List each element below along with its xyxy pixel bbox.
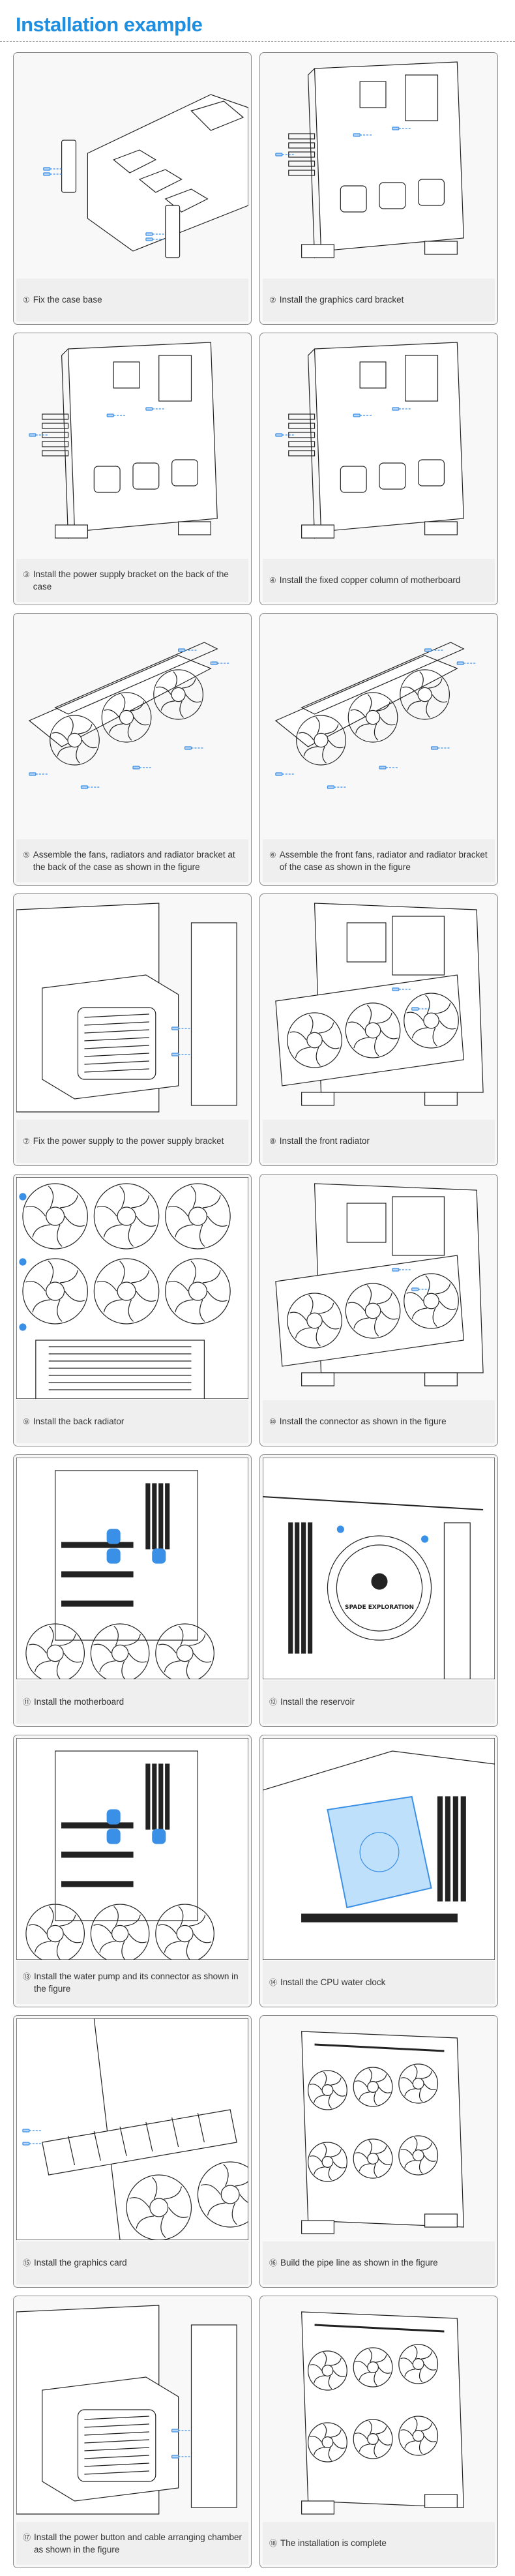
step-caption: ⑥ Assemble the front fans, radiator and … bbox=[263, 839, 495, 882]
step-caption: ⑱ The installation is complete bbox=[263, 2522, 495, 2565]
step-label: Assemble the fans, radiators and radiato… bbox=[33, 850, 235, 872]
step-illustration bbox=[263, 1177, 495, 1399]
step-label: Install the graphics card bracket bbox=[279, 295, 404, 305]
step-number: ⑮ bbox=[23, 2258, 31, 2268]
step-illustration bbox=[16, 897, 248, 1118]
step-number: ⑭ bbox=[269, 1978, 278, 1987]
step-label: Assemble the front fans, radiator and ra… bbox=[279, 850, 488, 872]
step-number: ⑰ bbox=[23, 2533, 31, 2542]
step-caption: ② Install the graphics card bracket bbox=[263, 278, 495, 322]
step-caption: ⑧ Install the front radiator bbox=[263, 1120, 495, 1163]
step-number: ⑩ bbox=[269, 1417, 276, 1426]
step-card: SPADE EXPLORATION ⑫ Install the reservoi… bbox=[259, 1454, 498, 1727]
step-card: ⑰ Install the power button and cable arr… bbox=[13, 2296, 252, 2568]
step-number: ⑧ bbox=[269, 1137, 276, 1146]
step-illustration bbox=[263, 897, 495, 1118]
step-number: ⑨ bbox=[23, 1417, 30, 1426]
step-illustration bbox=[16, 55, 248, 277]
step-label: Install the CPU water clock bbox=[280, 1977, 386, 1987]
step-number: ③ bbox=[23, 570, 30, 579]
step-card: ⑥ Assemble the front fans, radiator and … bbox=[259, 613, 498, 886]
step-label: Build the pipe line as shown in the figu… bbox=[280, 2258, 438, 2268]
step-card: ⑤ Assemble the fans, radiators and radia… bbox=[13, 613, 252, 886]
step-number: ⑯ bbox=[269, 2258, 278, 2268]
step-illustration bbox=[263, 616, 495, 838]
step-caption: ⑩ Install the connector as shown in the … bbox=[263, 1400, 495, 1443]
step-number: ⑱ bbox=[269, 2539, 278, 2548]
step-label: Install the front radiator bbox=[279, 1136, 370, 1146]
step-label: The installation is complete bbox=[280, 2538, 387, 2548]
page-title: Installation example bbox=[16, 13, 203, 36]
step-card: ③ Install the power supply bracket on th… bbox=[13, 333, 252, 605]
step-card: ⑱ The installation is complete bbox=[259, 2296, 498, 2568]
step-number: ⑤ bbox=[23, 850, 30, 860]
step-caption: ⑮ Install the graphics card bbox=[16, 2241, 248, 2284]
step-number: ① bbox=[23, 295, 30, 305]
step-illustration bbox=[16, 1177, 248, 1399]
step-card: ⑩ Install the connector as shown in the … bbox=[259, 1174, 498, 1446]
step-illustration: SPADE EXPLORATION bbox=[263, 1458, 495, 1679]
step-card: ⑧ Install the front radiator bbox=[259, 893, 498, 1166]
step-caption: ⑤ Assemble the fans, radiators and radia… bbox=[16, 839, 248, 882]
steps-grid: ① Fix the case base ② Install the graphi… bbox=[13, 52, 502, 2568]
step-card: ④ Install the fixed copper column of mot… bbox=[259, 333, 498, 605]
step-caption: ④ Install the fixed copper column of mot… bbox=[263, 559, 495, 602]
step-card: ⑭ Install the CPU water clock bbox=[259, 1735, 498, 2007]
step-card: ⑯ Build the pipe line as shown in the fi… bbox=[259, 2015, 498, 2288]
step-illustration bbox=[16, 1458, 248, 1679]
step-illustration bbox=[16, 2299, 248, 2521]
step-illustration bbox=[263, 336, 495, 558]
step-number: ④ bbox=[269, 576, 276, 585]
step-illustration bbox=[263, 55, 495, 277]
step-illustration bbox=[263, 1738, 495, 1960]
header-divider bbox=[0, 41, 515, 42]
step-caption: ⑬ Install the water pump and its connect… bbox=[16, 1961, 248, 2004]
step-number: ⑫ bbox=[269, 1698, 278, 1707]
step-illustration bbox=[16, 1738, 248, 1960]
step-label: Install the reservoir bbox=[280, 1697, 355, 1707]
step-illustration bbox=[263, 2018, 495, 2240]
step-illustration bbox=[16, 336, 248, 558]
step-card: ① Fix the case base bbox=[13, 52, 252, 325]
step-card: ⑮ Install the graphics card bbox=[13, 2015, 252, 2288]
step-caption: ⑯ Build the pipe line as shown in the fi… bbox=[263, 2241, 495, 2284]
step-caption: ⑫ Install the reservoir bbox=[263, 1681, 495, 1724]
step-illustration bbox=[16, 616, 248, 838]
step-card: ② Install the graphics card bracket bbox=[259, 52, 498, 325]
step-label: Install the motherboard bbox=[34, 1697, 125, 1707]
step-number: ⑪ bbox=[23, 1698, 31, 1707]
step-label: Fix the power supply to the power supply… bbox=[33, 1136, 224, 1146]
step-label: Fix the case base bbox=[33, 295, 102, 305]
step-number: ⑥ bbox=[269, 850, 276, 860]
step-number: ② bbox=[269, 295, 276, 305]
step-label: Install the graphics card bbox=[34, 2258, 127, 2268]
step-number: ⑦ bbox=[23, 1137, 30, 1146]
step-caption: ⑪ Install the motherboard bbox=[16, 1681, 248, 1724]
page-header: Installation example bbox=[0, 0, 515, 42]
step-label: Install the back radiator bbox=[33, 1416, 125, 1426]
step-label: Install the power button and cable arran… bbox=[34, 2532, 242, 2554]
step-illustration bbox=[16, 2018, 248, 2240]
step-number: ⑬ bbox=[23, 1972, 31, 1981]
step-card: ⑬ Install the water pump and its connect… bbox=[13, 1735, 252, 2007]
step-label: Install the power supply bracket on the … bbox=[33, 569, 229, 592]
step-caption: ⑰ Install the power button and cable arr… bbox=[16, 2522, 248, 2565]
step-card: ⑪ Install the motherboard bbox=[13, 1454, 252, 1727]
reservoir-brand-text: SPADE EXPLORATION bbox=[345, 1604, 414, 1611]
step-label: Install the fixed copper column of mothe… bbox=[279, 575, 461, 585]
step-label: Install the connector as shown in the fi… bbox=[279, 1416, 447, 1426]
step-caption: ⑨ Install the back radiator bbox=[16, 1400, 248, 1443]
step-card: ⑨ Install the back radiator bbox=[13, 1174, 252, 1446]
step-label: Install the water pump and its connector… bbox=[34, 1971, 239, 1994]
step-illustration bbox=[263, 2299, 495, 2521]
step-caption: ① Fix the case base bbox=[16, 278, 248, 322]
step-card: ⑦ Fix the power supply to the power supp… bbox=[13, 893, 252, 1166]
step-caption: ⑭ Install the CPU water clock bbox=[263, 1961, 495, 2004]
step-caption: ⑦ Fix the power supply to the power supp… bbox=[16, 1120, 248, 1163]
step-caption: ③ Install the power supply bracket on th… bbox=[16, 559, 248, 602]
